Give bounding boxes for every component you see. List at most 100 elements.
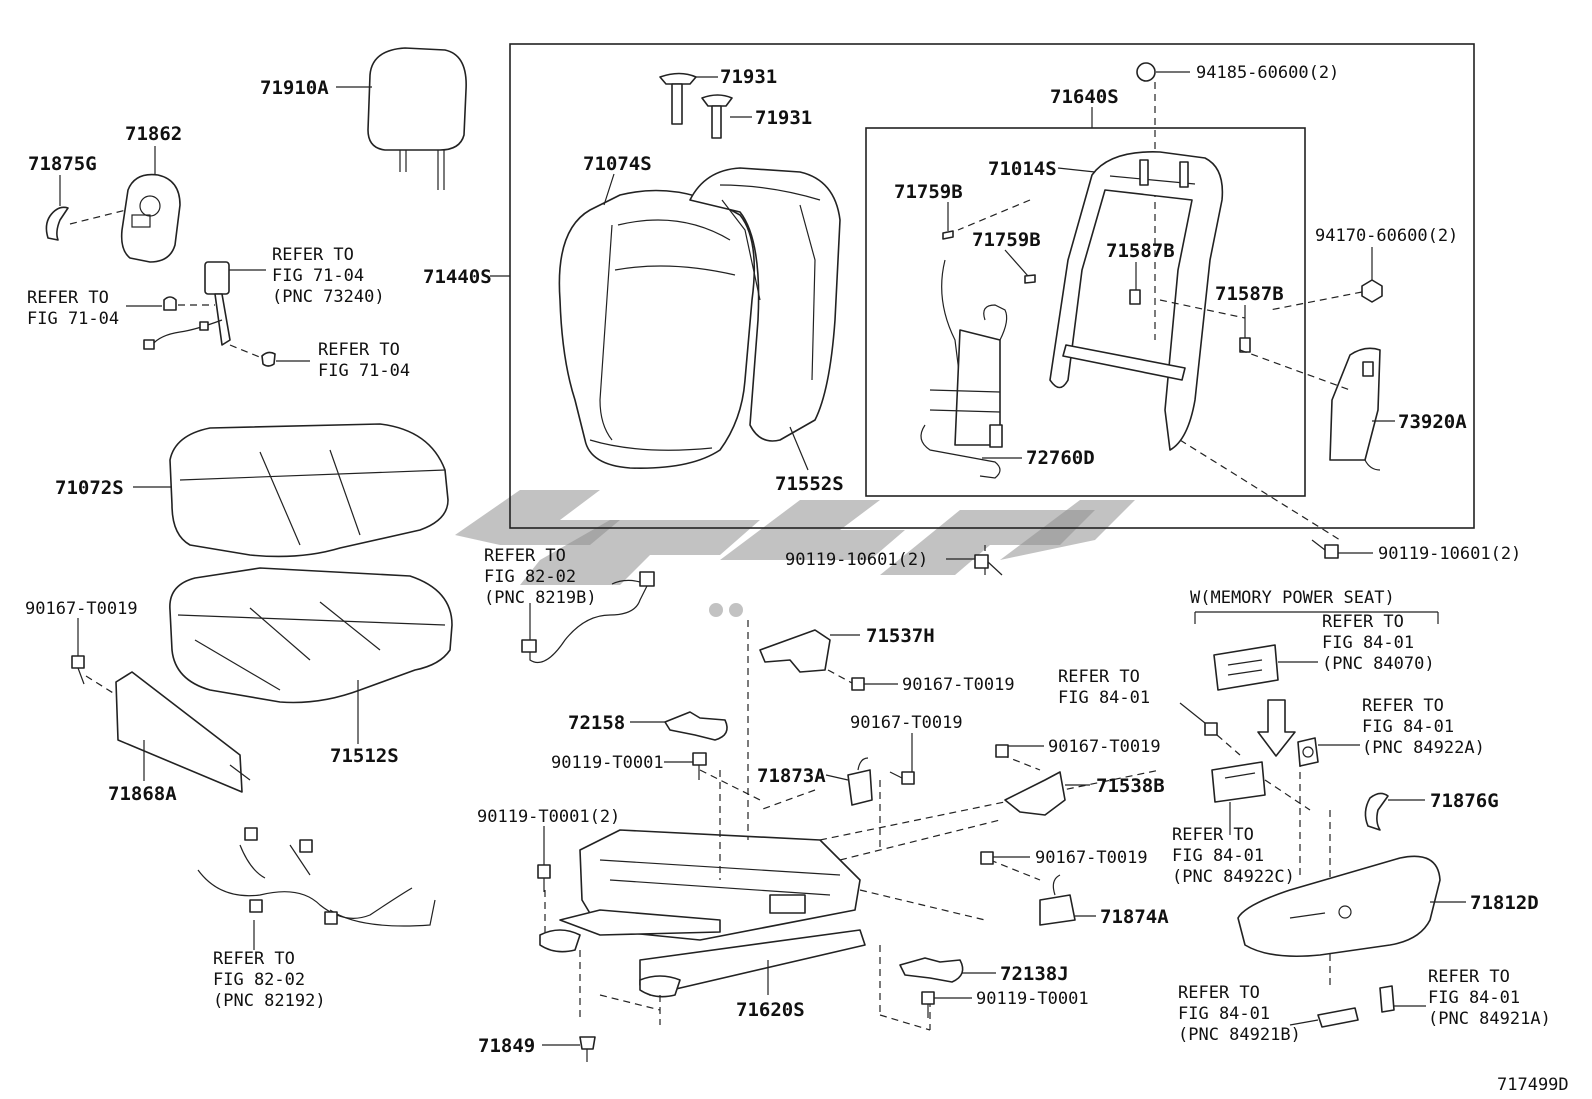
- knob-71876g: [1364, 792, 1425, 831]
- label-90119-t0001-c: 90119-T0001: [976, 989, 1089, 1009]
- diagram-id: 717499D: [1497, 1075, 1569, 1095]
- label-90167-d: 90167-T0019: [1048, 737, 1161, 757]
- label-71876g: 71876G: [1430, 790, 1499, 812]
- refer-r7: REFER TO FIG 84-01: [1058, 667, 1150, 708]
- label-90119-10601-b: 90119-10601(2): [1378, 544, 1521, 564]
- label-72760d: 72760D: [1026, 447, 1095, 469]
- label-71759b-a: 71759B: [894, 181, 963, 203]
- refer-r10: REFER TO FIG 84-01 (PNC 84921B): [1178, 983, 1301, 1045]
- bolt-90119-10601-center: [946, 554, 1003, 576]
- headrest-guide-71931: [659, 72, 752, 139]
- label-71587b-a: 71587B: [1106, 240, 1175, 262]
- label-71759b-b: 71759B: [972, 229, 1041, 251]
- label-90167-b: 90167-T0019: [902, 675, 1015, 695]
- seatback-cover-71074s: [558, 173, 756, 469]
- label-71537h: 71537H: [866, 625, 935, 647]
- bolt-90167-upper-right: [995, 744, 1044, 758]
- bolt-90119-10601-right: [1311, 539, 1373, 559]
- label-71931-b: 71931: [755, 107, 812, 129]
- label-71538b: 71538B: [1096, 775, 1165, 797]
- watermark-logo: [455, 490, 1135, 617]
- seatback-pad-71552s: [689, 167, 841, 471]
- bracket-71538b: [1004, 771, 1090, 816]
- bolt-90119-t0001-c: [921, 991, 972, 1018]
- label-72158: 72158: [568, 712, 625, 734]
- side-shield-71812d: [1237, 855, 1466, 958]
- label-71640s: 71640S: [1050, 86, 1119, 108]
- label-94185: 94185-60600(2): [1196, 63, 1339, 83]
- refer-r2: REFER TO FIG 71-04: [27, 288, 119, 329]
- cover-72158: [630, 711, 728, 741]
- label-71874a: 71874A: [1100, 906, 1169, 928]
- label-71552s: 71552S: [775, 473, 844, 495]
- refer-r11: REFER TO FIG 84-01 (PNC 84921A): [1428, 967, 1551, 1029]
- refer-r5: REFER TO FIG 82-02 (PNC 82192): [213, 949, 326, 1011]
- seat-track-71620s: [539, 829, 866, 998]
- nut-94170: [1269, 247, 1383, 311]
- label-71512s: 71512S: [330, 745, 399, 767]
- bolt-71849: [542, 1036, 596, 1062]
- label-71072s: 71072S: [55, 477, 124, 499]
- bolt-90167-lower-right: [980, 851, 1030, 865]
- refer-r8: REFER TO FIG 84-01 (PNC 84922A): [1362, 696, 1485, 758]
- switch-84922a: [1297, 737, 1360, 767]
- label-71868a: 71868A: [108, 783, 177, 805]
- part-labels: 71910A 71862 71875G 71931 71931 71074S 7…: [25, 63, 1569, 1095]
- label-71931-a: 71931: [720, 66, 777, 88]
- label-71862: 71862: [125, 123, 182, 145]
- label-71849: 71849: [478, 1035, 535, 1057]
- label-71587b-b: 71587B: [1215, 283, 1284, 305]
- refer-labels: REFER TO FIG 71-04 (PNC 73240) REFER TO …: [27, 245, 1551, 1045]
- label-71910a: 71910A: [260, 77, 329, 99]
- cover-72138j: [899, 957, 996, 983]
- switch-84922c: [1211, 761, 1311, 835]
- refer-r1: REFER TO FIG 71-04 (PNC 73240): [272, 245, 385, 307]
- lumbar-support-72760d: [920, 202, 1036, 479]
- label-71074s: 71074S: [583, 153, 652, 175]
- refer-r9: REFER TO FIG 84-01 (PNC 84922C): [1172, 825, 1295, 887]
- seat-belt-buckle: [126, 261, 310, 367]
- label-71875g: 71875G: [28, 153, 97, 175]
- seatback-assembly-box: [509, 43, 1475, 529]
- label-72138j: 72138J: [1000, 963, 1069, 985]
- label-90167-e: 90167-T0019: [1035, 848, 1148, 868]
- bolt-84-01: [1179, 702, 1241, 756]
- label-90119-t0001-a: 90119-T0001: [551, 753, 664, 773]
- bolt-90119-t0001-b: [537, 826, 551, 892]
- label-71873a: 71873A: [757, 765, 826, 787]
- bracket-71874a: [1039, 874, 1096, 926]
- refer-r6: REFER TO FIG 84-01 (PNC 84070): [1322, 612, 1435, 674]
- wire-harness-82192: [197, 827, 436, 950]
- label-90119-t0001-b: 90119-T0001(2): [477, 807, 620, 827]
- frame-subassembly-box: [865, 127, 1306, 497]
- label-73920a: 73920A: [1398, 411, 1467, 433]
- label-94170: 94170-60600(2): [1315, 226, 1458, 246]
- label-90167-left: 90167-T0019: [25, 599, 138, 619]
- memory-switch-84070: [1213, 644, 1318, 691]
- refer-r3: REFER TO FIG 71-04: [318, 340, 410, 381]
- assembly-arrow: [1257, 699, 1296, 757]
- memory-power-seat-note: W(MEMORY POWER SEAT): [1190, 588, 1395, 608]
- bolt-90119-t0001-a: [664, 752, 707, 780]
- seatback-frame-71014s: [957, 151, 1251, 451]
- bracket-71873a: [825, 757, 873, 806]
- knob-84921b: [1289, 1007, 1359, 1028]
- label-71014s: 71014S: [988, 158, 1057, 180]
- label-90119-10601-a: 90119-10601(2): [785, 550, 928, 570]
- wire-harness-8219b: [521, 571, 655, 664]
- label-71440s: 71440S: [423, 266, 492, 288]
- knob-84921a: [1379, 985, 1426, 1013]
- cushion-pad-71512s: [169, 567, 453, 744]
- refer-r4: REFER TO FIG 82-02 (PNC 8219B): [484, 546, 597, 608]
- label-71620s: 71620S: [736, 999, 805, 1021]
- bracket-71537h: [759, 629, 898, 691]
- bolt-90167-left: [71, 618, 119, 697]
- bolt-90167-center: [889, 733, 915, 785]
- memory-seat-bracket: [1194, 611, 1439, 624]
- belt-cover-71862: [45, 146, 181, 263]
- side-cover-73920a: [1239, 347, 1395, 471]
- cushion-cover-71072s: [133, 423, 449, 558]
- label-90167-c: 90167-T0019: [850, 713, 963, 733]
- nut-94185: [1136, 62, 1190, 340]
